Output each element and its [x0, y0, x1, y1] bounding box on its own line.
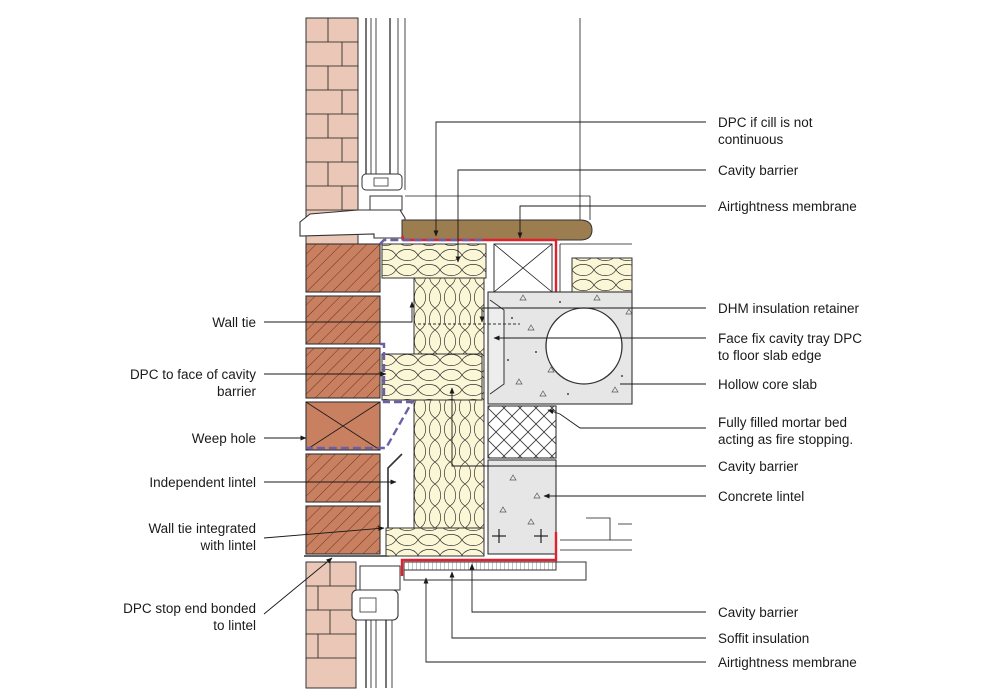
- floor-insulation: [559, 243, 633, 293]
- steel-lintel: [304, 453, 403, 557]
- leader-lines: [263, 121, 706, 663]
- label-airtightness-top: Airtightness membrane: [718, 199, 857, 214]
- label-dpc-face-line1: DPC to face of cavity: [130, 367, 256, 382]
- label-mortar-bed-line2: acting as fire stopping.: [718, 432, 853, 447]
- brick-outer-leaf: [305, 17, 359, 689]
- window-frame-lower: [351, 565, 401, 688]
- label-airtightness-bottom: Airtightness membrane: [718, 655, 857, 670]
- label-cavity-barrier-top: Cavity barrier: [718, 163, 799, 178]
- label-wall-tie-lintel-line1: Wall tie integrated: [148, 521, 256, 536]
- label-dhm-retainer: DHM insulation retainer: [718, 301, 860, 316]
- mortar-bed: [487, 405, 557, 459]
- mid-cavity-barrier: [381, 353, 483, 401]
- label-soffit-insulation: Soffit insulation: [718, 631, 809, 646]
- label-concrete-lintel: Concrete lintel: [718, 489, 804, 504]
- upper-cavity-barrier-block: [381, 243, 553, 293]
- label-face-fix-line2: to floor slab edge: [718, 348, 822, 363]
- brick-section-hatched: [305, 243, 381, 555]
- label-cavity-barrier-mid: Cavity barrier: [718, 459, 799, 474]
- airtightness-membrane-bottom: [400, 532, 558, 576]
- hollow-core-slab: [487, 291, 633, 405]
- soffit-insulation-block: [385, 527, 587, 581]
- label-wall-tie-lintel-line2: with lintel: [199, 538, 256, 553]
- label-dpc-cill-line1: DPC if cill is not: [718, 115, 813, 130]
- label-dpc-face-line2: barrier: [217, 384, 257, 399]
- label-weep-hole: Weep hole: [192, 431, 256, 446]
- ceiling-lining: [560, 517, 632, 551]
- label-dpc-stop-end-line1: DPC stop end bonded: [123, 601, 256, 616]
- cavity-insulation: [413, 277, 485, 531]
- timber-window-board: [401, 219, 593, 241]
- window-frame-upper: [299, 18, 591, 239]
- label-cavity-barrier-bottom: Cavity barrier: [718, 605, 799, 620]
- concrete-lintel: [487, 459, 557, 555]
- label-dpc-cill-line2: continuous: [718, 132, 784, 147]
- label-hollow-core: Hollow core slab: [718, 377, 817, 392]
- label-mortar-bed-line1: Fully filled mortar bed: [718, 415, 847, 430]
- label-independent-lintel: Independent lintel: [149, 475, 256, 490]
- dpc-purple: [306, 238, 486, 450]
- label-dpc-stop-end-line2: to lintel: [213, 618, 256, 633]
- label-wall-tie: Wall tie: [212, 315, 256, 330]
- label-face-fix-line1: Face fix cavity tray DPC: [718, 331, 862, 346]
